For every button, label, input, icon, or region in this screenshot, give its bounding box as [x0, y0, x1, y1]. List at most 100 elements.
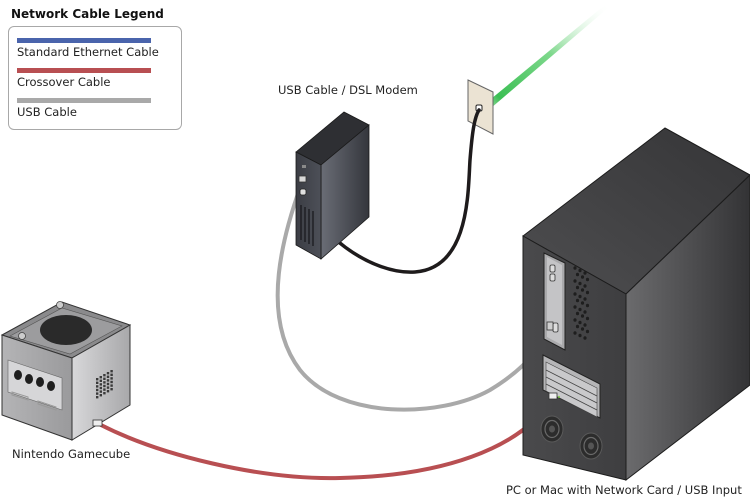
vent-hole — [110, 384, 113, 387]
legend-label: Standard Ethernet Cable — [17, 45, 159, 59]
vent-hole — [573, 318, 577, 322]
vent-hole — [96, 385, 99, 388]
vent-hole — [106, 386, 110, 389]
vent-hole — [580, 275, 585, 279]
legend-swatch — [17, 98, 151, 103]
vent-hole — [99, 379, 102, 382]
vent-hole — [103, 377, 106, 380]
vent-hole — [578, 320, 582, 325]
vent-hole — [103, 381, 106, 384]
vent-hole — [96, 396, 99, 399]
modem — [295, 111, 370, 260]
pc-tower — [522, 127, 750, 482]
vent-hole — [99, 394, 102, 397]
vent-hole — [583, 271, 587, 275]
vent-hole — [583, 336, 587, 340]
vent-hole — [99, 386, 102, 390]
vent-hole — [99, 383, 102, 386]
vent-hole — [110, 377, 113, 380]
gamecube-ethernet-port-icon — [92, 419, 103, 427]
pc-fan-icon — [579, 432, 603, 460]
vent-hole — [106, 375, 110, 378]
vent-hole — [578, 307, 582, 312]
vent-hole — [573, 279, 577, 283]
vent-hole — [573, 266, 577, 270]
pc-usb-port-icon — [549, 273, 556, 282]
pc-usb-port-icon — [552, 322, 559, 333]
vent-hole — [110, 373, 113, 376]
modem-usb-port-icon — [298, 175, 307, 183]
vent-hole — [580, 314, 585, 318]
vent-hole — [580, 301, 585, 305]
vent-hole — [573, 305, 577, 309]
pc-link-led-icon — [558, 396, 560, 398]
pc-label: PC or Mac with Network Card / USB Input — [506, 483, 742, 497]
modem-led-icon — [302, 165, 306, 168]
vent-hole — [106, 390, 110, 393]
legend: Standard Ethernet Cable Crossover Cable … — [8, 26, 182, 130]
vent-hole — [103, 374, 106, 377]
vent-hole — [583, 297, 587, 301]
vent-hole — [583, 284, 587, 288]
vent-hole — [585, 290, 590, 295]
legend-swatch — [17, 38, 151, 43]
legend-item-standard-ethernet: Standard Ethernet Cable — [17, 38, 159, 59]
usb-plug-icon — [546, 321, 554, 331]
legend-label: Crossover Cable — [17, 75, 111, 89]
wall-jack — [467, 79, 494, 135]
legend-swatch — [17, 68, 151, 73]
gamecube-label: Nintendo Gamecube — [12, 447, 131, 461]
vent-hole — [96, 381, 99, 384]
legend-title: Network Cable Legend — [11, 7, 164, 21]
vent-hole — [99, 376, 102, 379]
internet-link — [480, 4, 608, 114]
legend-label: USB Cable — [17, 105, 77, 119]
gamecube-lid-icon — [40, 315, 92, 345]
vent-hole — [573, 331, 577, 335]
vent-hole — [96, 388, 99, 392]
gamecube — [0, 301, 132, 441]
vent-hole — [583, 323, 587, 327]
vent-hole — [106, 382, 110, 386]
vent-hole — [575, 311, 580, 316]
vent-hole — [106, 372, 110, 375]
usb-cable — [275, 180, 553, 412]
vent-hole — [110, 388, 113, 391]
vent-hole — [573, 292, 577, 296]
controller-port-icon — [14, 370, 55, 391]
vent-hole — [110, 380, 113, 384]
vent-hole — [575, 324, 580, 329]
vent-hole — [578, 281, 582, 286]
pc-usb-port-icon — [549, 264, 556, 273]
vent-hole — [103, 388, 106, 391]
vent-hole — [585, 316, 590, 321]
gamecube-vent-icon — [96, 370, 113, 399]
vent-hole — [99, 390, 102, 393]
vent-hole — [585, 277, 590, 282]
vent-hole — [578, 294, 582, 299]
legend-item-crossover: Crossover Cable — [17, 68, 159, 89]
legend-item-usb: USB Cable — [17, 98, 159, 119]
vent-hole — [106, 379, 110, 382]
modem-label: USB Cable / DSL Modem — [278, 83, 418, 97]
vent-hole — [575, 272, 580, 277]
vent-hole — [585, 329, 590, 334]
crossover-cable — [99, 396, 555, 481]
vent-hole — [103, 392, 106, 395]
vent-hole — [583, 310, 587, 314]
pc-fan-icon — [540, 415, 564, 443]
vent-hole — [580, 288, 585, 292]
vent-hole — [96, 392, 99, 395]
vent-hole — [578, 333, 582, 338]
vent-hole — [585, 303, 590, 308]
modem-phone-port-icon — [299, 188, 307, 196]
vent-hole — [575, 285, 580, 290]
pc-vent-icon — [573, 266, 590, 340]
vent-hole — [96, 378, 99, 381]
memory-slot-icon — [11, 391, 57, 411]
pc-ethernet-port-icon — [548, 392, 558, 400]
vent-hole — [580, 327, 585, 331]
vent-hole — [103, 384, 106, 388]
modem-vent-icon — [300, 205, 314, 246]
